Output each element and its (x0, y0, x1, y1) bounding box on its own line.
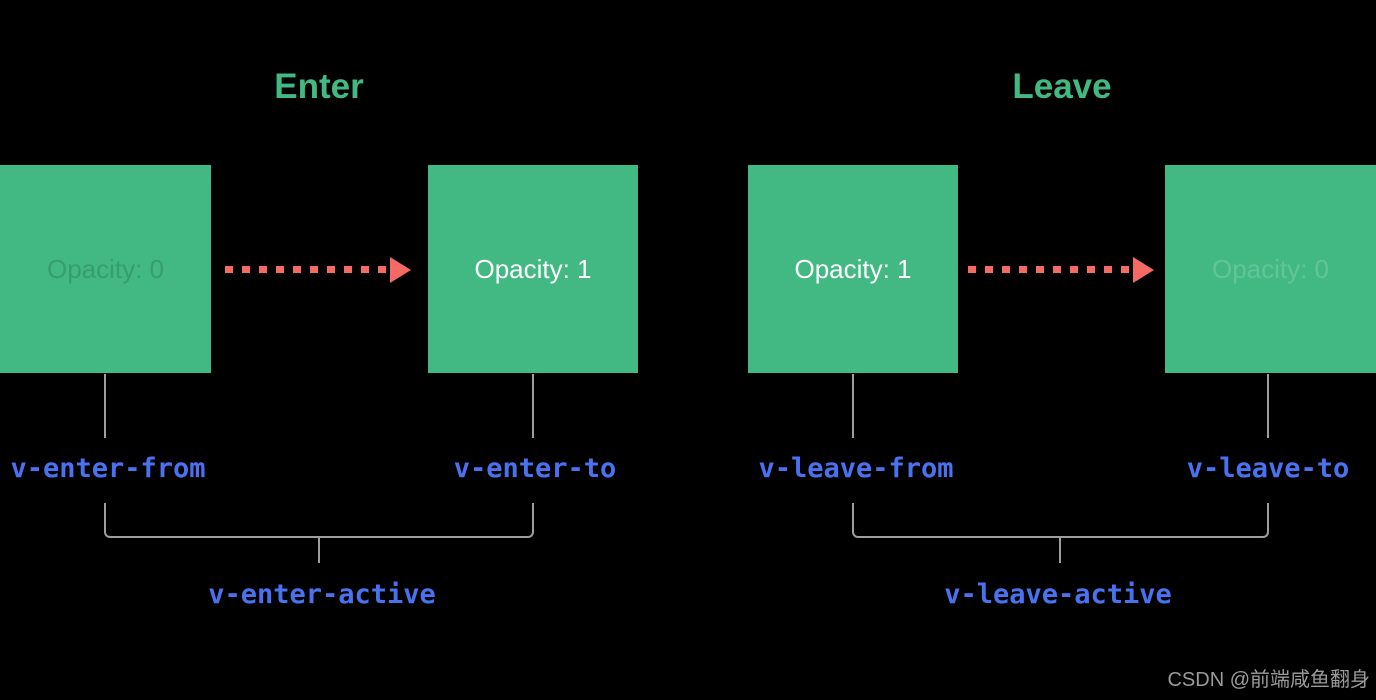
leave-from-class-label: v-leave-from (758, 453, 954, 484)
leave-to-box: Opacity: 0 (1165, 165, 1376, 373)
leave-section-title: Leave (1012, 67, 1112, 106)
leave-active-bracket-drop-line (1059, 537, 1061, 563)
leave-arrowhead-icon (1133, 257, 1154, 283)
csdn-watermark: CSDN @前端咸鱼翻身 (1167, 669, 1370, 691)
enter-from-class-label: v-enter-from (10, 453, 206, 484)
leave-to-connector-line (1267, 374, 1269, 438)
enter-to-connector-line (532, 374, 534, 438)
leave-to-box-label: Opacity: 0 (1211, 253, 1330, 284)
enter-dashed-arrow-icon (225, 266, 391, 273)
leave-active-bracket (852, 503, 1269, 538)
enter-section-title: Enter (274, 67, 364, 106)
enter-to-box: Opacity: 1 (428, 165, 638, 373)
enter-to-class-label: v-enter-to (453, 453, 617, 484)
leave-from-connector-line (852, 374, 854, 438)
leave-to-class-label: v-leave-to (1186, 453, 1350, 484)
enter-to-box-label: Opacity: 1 (474, 253, 592, 284)
enter-from-connector-line (104, 374, 106, 438)
enter-arrowhead-icon (390, 257, 411, 283)
leave-active-class-label: v-leave-active (944, 579, 1172, 610)
enter-from-box-label: Opacity: 0 (46, 253, 165, 284)
enter-active-bracket (104, 503, 534, 538)
leave-dashed-arrow-icon (968, 266, 1134, 273)
enter-from-box: Opacity: 0 (0, 165, 211, 373)
enter-active-bracket-drop-line (318, 537, 320, 563)
leave-from-box: Opacity: 1 (748, 165, 958, 373)
enter-active-class-label: v-enter-active (208, 579, 436, 610)
leave-from-box-label: Opacity: 1 (794, 253, 912, 284)
